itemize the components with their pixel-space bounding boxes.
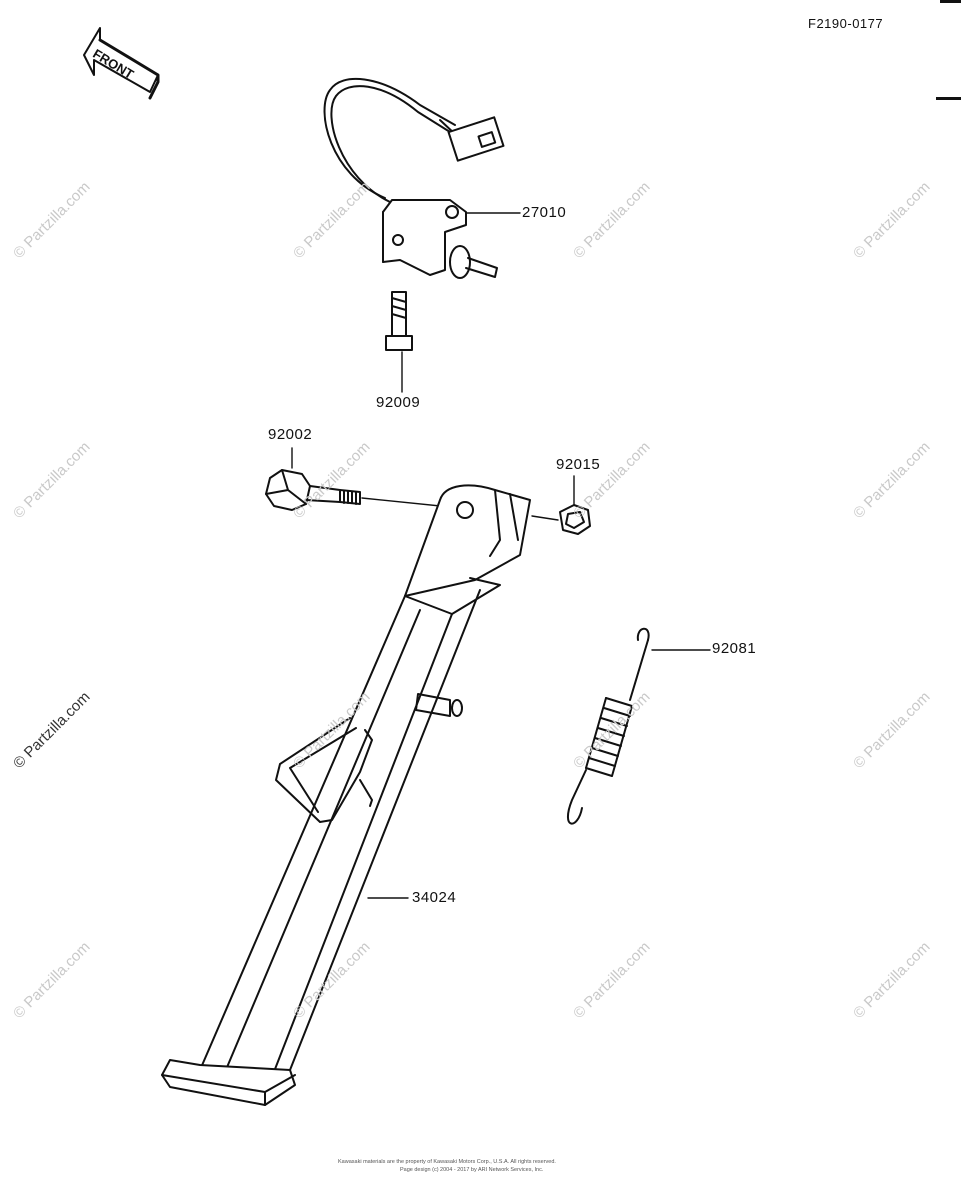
part-number-label: 92009 — [376, 394, 421, 411]
side-stand-switch — [323, 77, 505, 279]
pivot-bolt — [265, 469, 461, 511]
part-number-label: 34024 — [412, 889, 457, 906]
right-edge-mark — [940, 0, 961, 3]
part-number-label: 92015 — [556, 456, 601, 473]
diagram-code: F2190-0177 — [808, 16, 884, 31]
pivot-nut — [531, 504, 591, 535]
part-number-label: 92081 — [712, 640, 757, 657]
right-edge-mark — [936, 97, 961, 100]
leader-lines — [291, 212, 711, 899]
part-number-label: 27010 — [522, 204, 567, 221]
part-number-label: 92002 — [268, 426, 313, 443]
switch-bolt — [385, 291, 413, 351]
footer-page-design: Page design (c) 2004 - 2017 by ARI Netwo… — [400, 1167, 544, 1173]
footer-copyright: Kawasaki materials are the property of K… — [338, 1159, 556, 1165]
side-stand — [161, 484, 531, 1106]
front-arrow-icon — [83, 27, 160, 100]
return-spring — [566, 627, 650, 825]
